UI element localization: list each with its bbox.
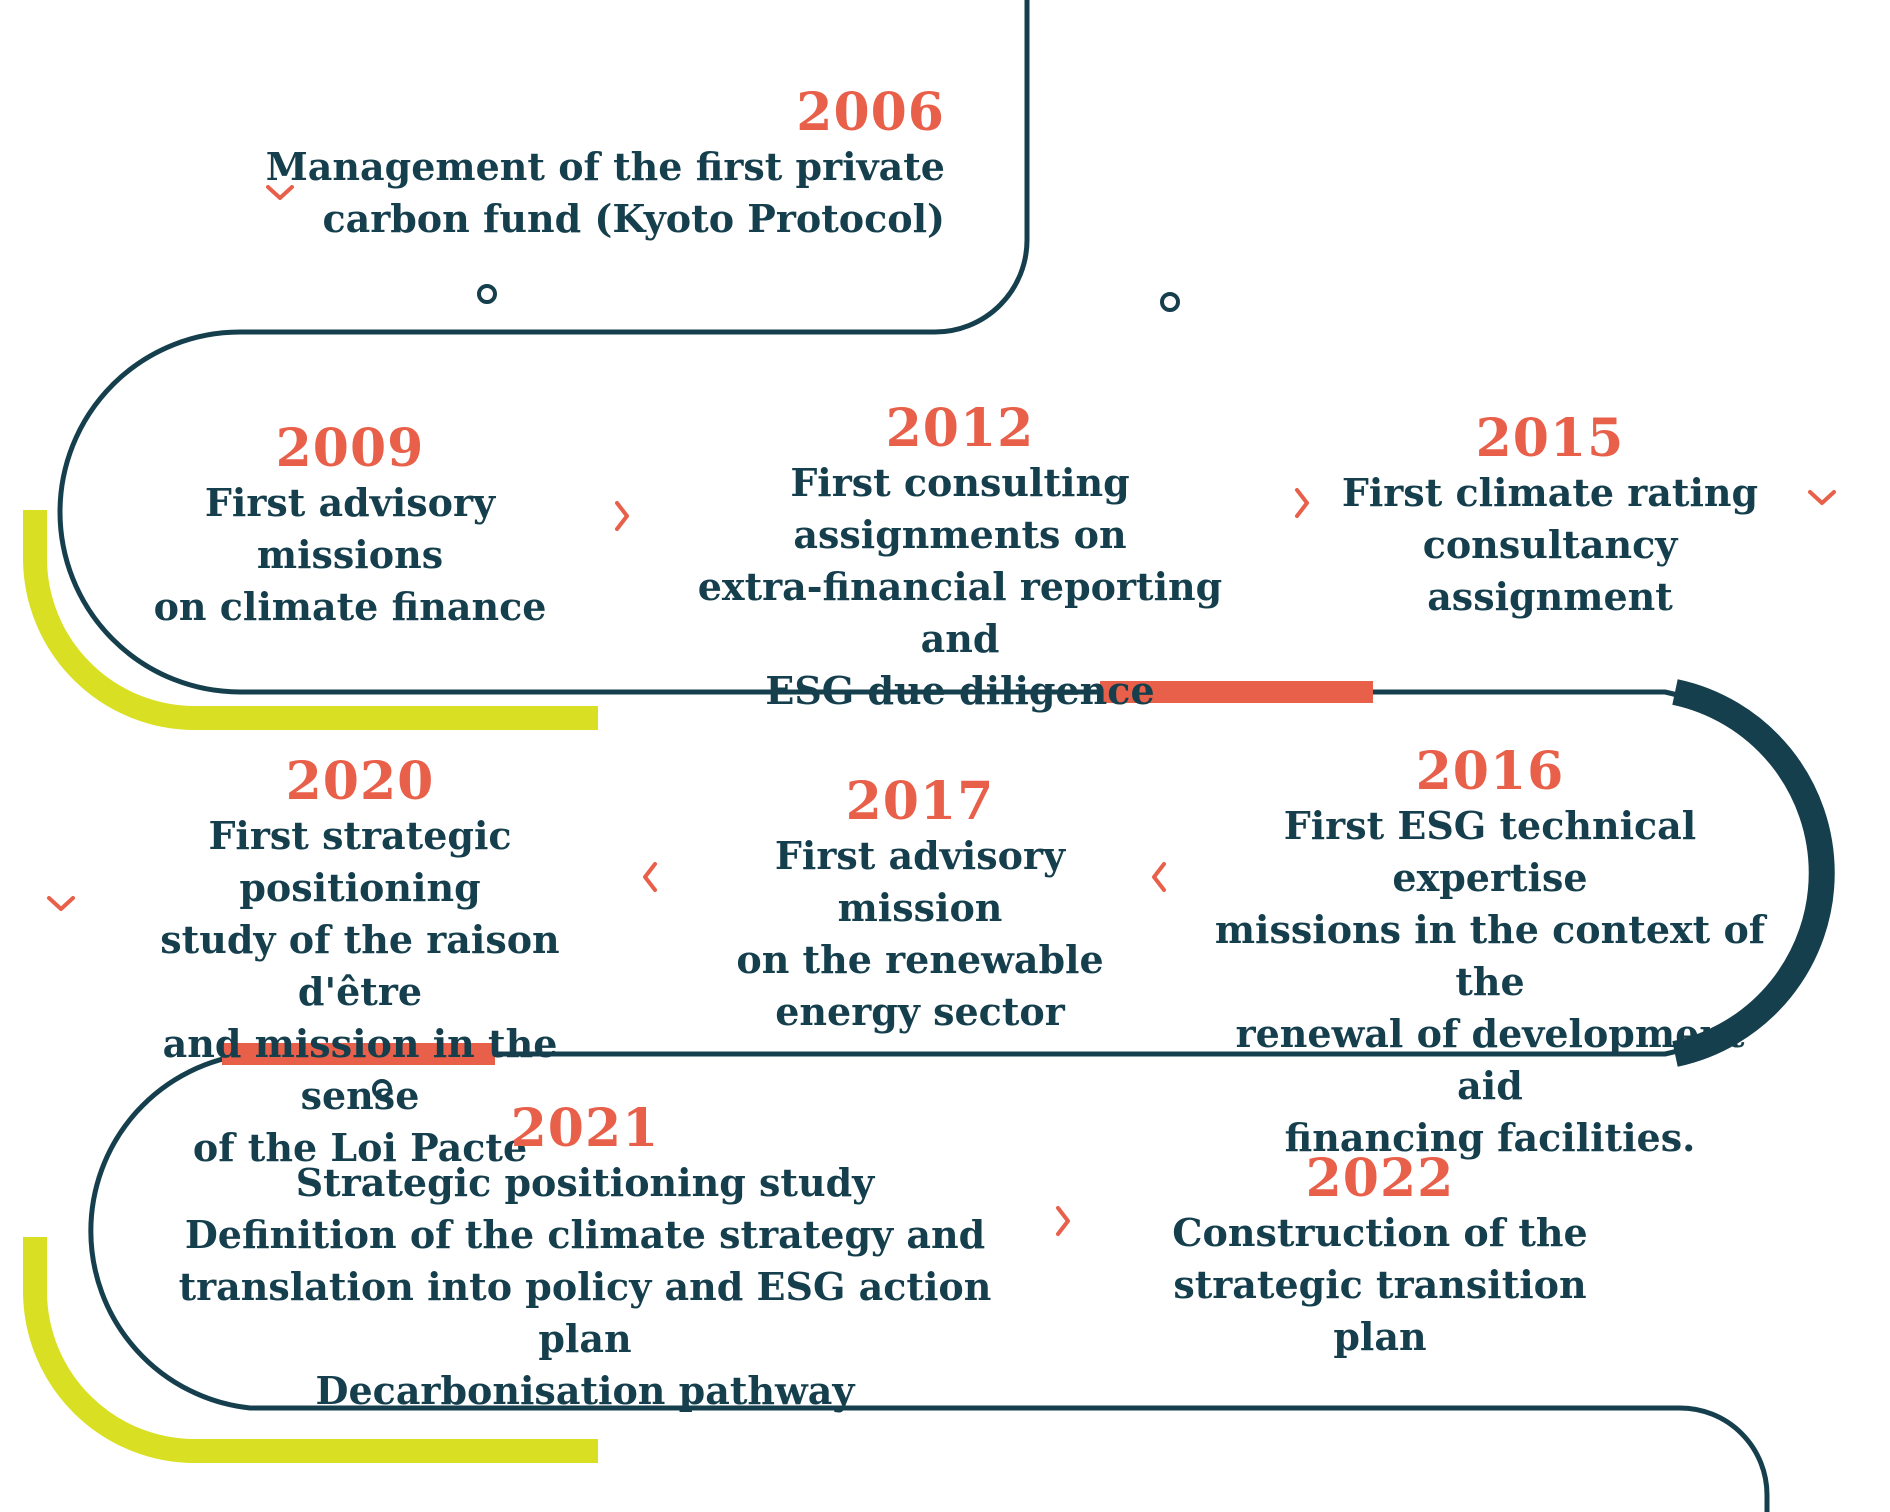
timeline-event-2016: 2016 First ESG technical expertise missi…	[1200, 743, 1780, 1164]
event-year: 2020	[285, 751, 435, 812]
chevron-right-icon	[1056, 1206, 1070, 1236]
circle-marker-icon	[477, 284, 497, 304]
timeline-event-2006: 2006 Management of the first private car…	[185, 84, 945, 245]
chevron-down-icon	[47, 896, 75, 911]
chevron-right-icon	[615, 501, 629, 531]
thick-arc-accent	[1672, 679, 1835, 1067]
event-year: 2022	[1305, 1148, 1455, 1209]
timeline-event-2015: 2015 First climate rating consultancy as…	[1320, 410, 1780, 623]
timeline-event-2012: 2012 First consulting assignments on ext…	[660, 400, 1260, 717]
chevron-down-icon	[266, 185, 294, 200]
timeline-event-2020: 2020 First strategic positioning study o…	[110, 753, 610, 1174]
chevron-right-icon	[1295, 488, 1309, 518]
event-description: First climate rating consultancy assignm…	[1341, 470, 1759, 620]
event-description: First ESG technical expertise missions i…	[1214, 803, 1766, 1161]
event-year: 2009	[275, 418, 425, 479]
event-year: 2016	[1415, 741, 1565, 802]
lime-accent-arc-bottom	[23, 1237, 598, 1463]
timeline-event-2017: 2017 First advisory mission on the renew…	[700, 773, 1140, 1038]
chevron-down-icon	[1808, 490, 1836, 505]
orange-segment-accent-1	[1100, 681, 1373, 703]
lime-accent-arc-top	[23, 510, 598, 730]
event-year: 2015	[1475, 408, 1625, 469]
circle-marker-icon	[372, 1079, 392, 1099]
event-year: 2006	[796, 82, 945, 143]
circle-marker-icon	[1160, 292, 1180, 312]
event-year: 2012	[885, 398, 1035, 459]
timeline-event-2009: 2009 First advisory missions on climate …	[130, 420, 570, 633]
event-description: First strategic positioning study of the…	[160, 813, 560, 1171]
event-description: Management of the first private carbon f…	[265, 144, 945, 242]
event-description: First advisory missions on climate finan…	[153, 480, 547, 630]
event-year: 2017	[845, 771, 995, 832]
event-description: Construction of the strategic transition…	[1172, 1210, 1588, 1360]
chevron-left-icon	[643, 862, 657, 892]
chevron-left-icon	[1152, 862, 1166, 892]
timeline-event-2021: 2021 Strategic positioning study Definit…	[170, 1100, 1000, 1417]
timeline-event-2022: 2022 Construction of the strategic trans…	[1140, 1150, 1620, 1363]
event-description: First advisory mission on the renewable …	[736, 833, 1104, 1035]
event-description: Strategic positioning study Definition o…	[178, 1160, 992, 1414]
event-year: 2021	[510, 1098, 660, 1159]
orange-segment-accent-2	[222, 1043, 495, 1065]
event-description: First consulting assignments on extra-fi…	[697, 460, 1223, 714]
